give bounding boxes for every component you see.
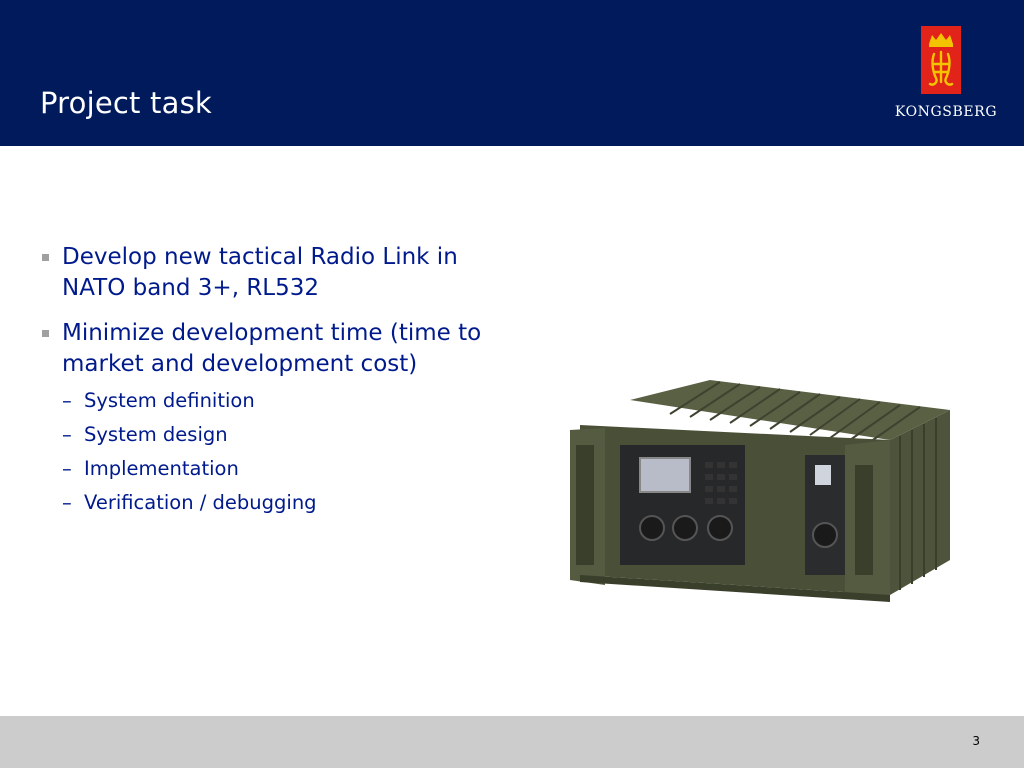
sub-bullet-item: –System design <box>62 418 500 452</box>
page-number: 3 <box>972 734 980 748</box>
logo-wordmark: KONGSBERG <box>894 104 998 120</box>
bullet-text: Develop new tactical Radio Link in NATO … <box>62 244 458 301</box>
bullet-list: Develop new tactical Radio Link in NATO … <box>40 242 500 534</box>
slide-header: Project task KONGSBERG <box>0 0 1024 146</box>
radio-link-device-image <box>570 380 950 602</box>
sub-bullet-item: –Verification / debugging <box>62 486 500 520</box>
crown-emblem-icon <box>921 26 961 94</box>
sub-bullet-list: –System definition –System design –Imple… <box>62 384 500 520</box>
slide-title: Project task <box>40 86 212 120</box>
slide-footer: 3 <box>0 716 1024 768</box>
dash-bullet-icon: – <box>62 389 72 412</box>
bullet-item: Minimize development time (time to marke… <box>40 318 500 520</box>
dash-bullet-icon: – <box>62 457 72 480</box>
sub-bullet-text: Implementation <box>84 457 239 480</box>
sub-bullet-item: –Implementation <box>62 452 500 486</box>
square-bullet-icon <box>42 254 49 261</box>
dash-bullet-icon: – <box>62 491 72 514</box>
dash-bullet-icon: – <box>62 423 72 446</box>
sub-bullet-text: System definition <box>84 389 255 412</box>
sub-bullet-item: –System definition <box>62 384 500 418</box>
bullet-item: Develop new tactical Radio Link in NATO … <box>40 242 500 304</box>
kongsberg-logo: KONGSBERG <box>888 22 1004 126</box>
bullet-text: Minimize development time (time to marke… <box>62 320 482 377</box>
sub-bullet-text: Verification / debugging <box>84 491 317 514</box>
square-bullet-icon <box>42 330 49 337</box>
sub-bullet-text: System design <box>84 423 228 446</box>
